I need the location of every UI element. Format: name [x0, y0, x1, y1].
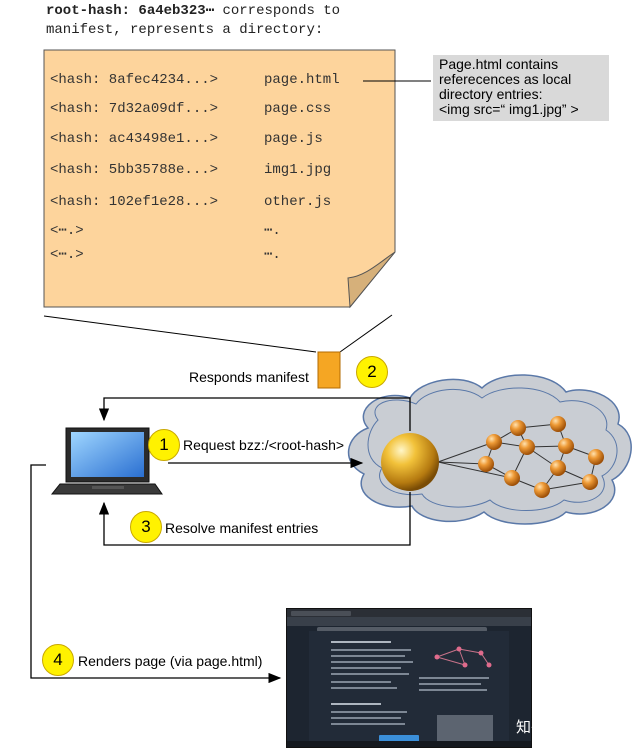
step-1-badge: 1 [148, 429, 180, 461]
manifest-doc-icon [317, 351, 341, 389]
network-nodes [478, 416, 604, 498]
entry-name-6: ⋯. [264, 223, 281, 239]
browser-page-content [309, 631, 509, 743]
responds-manifest-label: Responds manifest [189, 369, 309, 385]
browser-page-graph [434, 646, 492, 668]
browser-page-button [379, 735, 419, 743]
request-label: Request bzz:/<root-hash> [183, 437, 345, 453]
entry-name-7: ⋯. [264, 247, 281, 263]
browser-tab-bar [287, 609, 531, 617]
callout-line-4: <img src=“ img1.jpg” > [439, 101, 579, 117]
callout-line-3: directory entries: [439, 86, 543, 102]
browser-page-image [437, 715, 493, 741]
root-hash-label: root-hash: 6a4eb323⋯ [46, 3, 215, 19]
renders-page-label: Renders page (via page.html) [78, 653, 263, 669]
entry-hash-2: <hash: 7d32a09df...> [50, 101, 219, 117]
laptop-icon [50, 427, 163, 495]
step-3-badge: 3 [130, 511, 162, 543]
caption-line2: manifest, represents a directory: [46, 22, 324, 38]
browser-taskbar [287, 741, 531, 747]
entry-hash-4: <hash: 5bb35788e...> [50, 162, 219, 178]
entry-name-3: page.js [264, 131, 323, 147]
entry-hash-5: <hash: 102ef1e28...> [50, 194, 219, 210]
entry-name-4: img1.jpg [264, 162, 332, 178]
callout-line-2: referecences as local [439, 71, 572, 87]
entry-hash-7: <⋯.> [50, 247, 84, 263]
caption-line1: corresponds to [214, 3, 341, 19]
step-2-badge: 2 [356, 356, 388, 388]
entry-hash-1: <hash: 8afec4234...> [50, 72, 219, 88]
manifest-caption: root-hash: 6a4eb323⋯ corresponds to mani… [46, 2, 376, 40]
page-html-callout: Page.html contains referecences as local… [433, 55, 609, 121]
gateway-node [381, 433, 439, 491]
page-fold [347, 251, 396, 309]
browser-address-bar [287, 617, 531, 632]
entry-name-2: page.css [264, 101, 332, 117]
rendered-page-screenshot [286, 608, 532, 748]
entry-name-1: page.html [264, 72, 340, 88]
resolve-entries-label: Resolve manifest entries [165, 520, 319, 536]
entry-name-5: other.js [264, 194, 332, 210]
manifest-paper [43, 49, 396, 309]
watermark: 知乎 @画雨 [516, 719, 596, 736]
callout-line-1: Page.html contains [439, 56, 559, 72]
entry-hash-3: <hash: ac43498e1...> [50, 131, 219, 147]
step-4-badge: 4 [42, 644, 74, 676]
entry-hash-6: <⋯.> [50, 223, 84, 239]
